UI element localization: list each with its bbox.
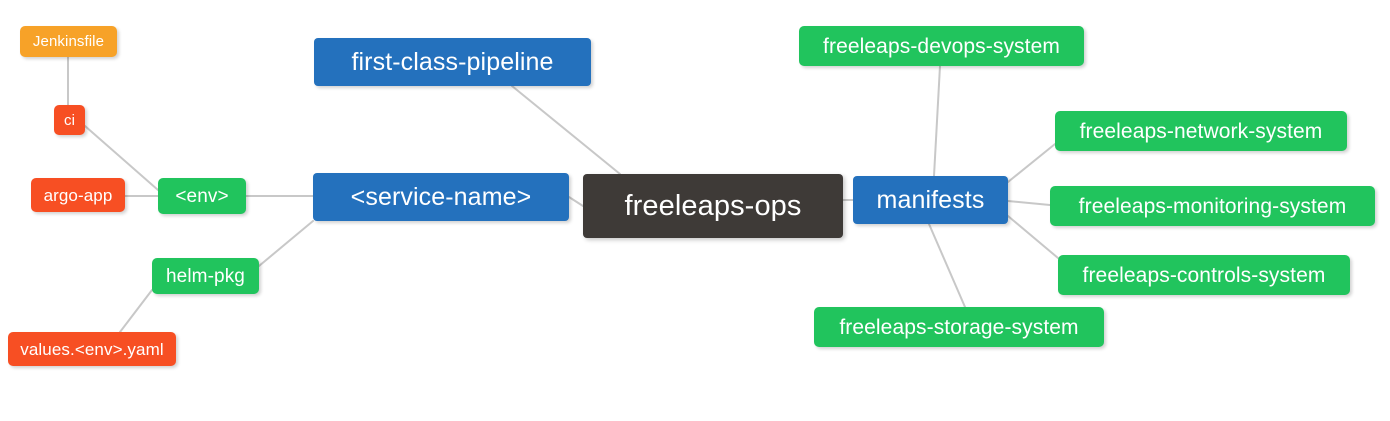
edge-root-to-service-name <box>568 196 584 207</box>
node-ci[interactable]: ci <box>54 105 85 135</box>
node-freeleaps-devops-system[interactable]: freeleaps-devops-system <box>799 26 1084 66</box>
edge-first-class-pipeline-to-root <box>511 85 621 175</box>
edge-helm-pkg-to-values-yaml <box>119 289 153 333</box>
edge-manifests-to-freeleaps-storage-system <box>928 223 966 308</box>
node-values-yaml[interactable]: values.<env>.yaml <box>8 332 176 366</box>
node-jenkinsfile[interactable]: Jenkinsfile <box>20 26 117 57</box>
node-freeleaps-controls-system[interactable]: freeleaps-controls-system <box>1058 255 1350 295</box>
node-argo-app[interactable]: argo-app <box>31 178 125 212</box>
node-freeleaps-storage-system[interactable]: freeleaps-storage-system <box>814 307 1104 347</box>
node-env[interactable]: <env> <box>158 178 246 214</box>
node-service-name[interactable]: <service-name> <box>313 173 569 221</box>
node-freeleaps-monitoring-system[interactable]: freeleaps-monitoring-system <box>1050 186 1375 226</box>
node-first-class-pipeline[interactable]: first-class-pipeline <box>314 38 591 86</box>
node-freeleaps-network-system[interactable]: freeleaps-network-system <box>1055 111 1347 151</box>
edge-service-name-to-helm-pkg <box>258 220 314 267</box>
edge-manifests-to-freeleaps-devops-system <box>933 65 941 177</box>
node-manifests[interactable]: manifests <box>853 176 1008 224</box>
edge-manifests-to-freeleaps-network-system <box>1007 143 1056 183</box>
node-root[interactable]: freeleaps-ops <box>583 174 843 238</box>
node-helm-pkg[interactable]: helm-pkg <box>152 258 259 294</box>
edge-manifests-to-freeleaps-monitoring-system <box>1007 200 1051 206</box>
